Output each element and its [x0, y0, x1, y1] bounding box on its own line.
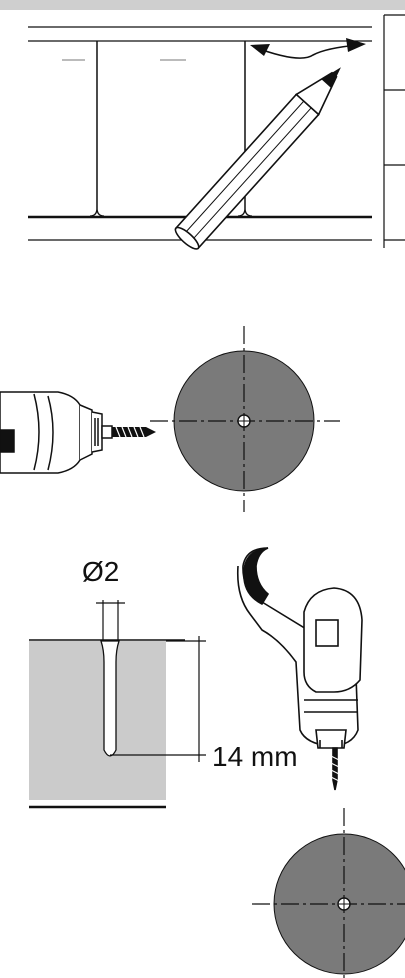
depth-label: 14 mm — [212, 741, 298, 772]
step2-drill-illustration — [0, 326, 340, 512]
step4-disc-illustration — [252, 808, 405, 978]
top-bar — [0, 0, 405, 10]
material-block — [29, 641, 166, 800]
drill-icon — [0, 391, 113, 474]
marking-arrow — [250, 38, 366, 59]
diameter-label: Ø2 — [82, 556, 119, 587]
step3-hole-depth-illustration: Ø2 14 mm — [29, 556, 298, 809]
upright-drill-icon — [236, 547, 363, 791]
bore-hole — [100, 640, 120, 757]
drill-bit-icon — [112, 426, 156, 438]
pencil-icon — [174, 67, 341, 250]
